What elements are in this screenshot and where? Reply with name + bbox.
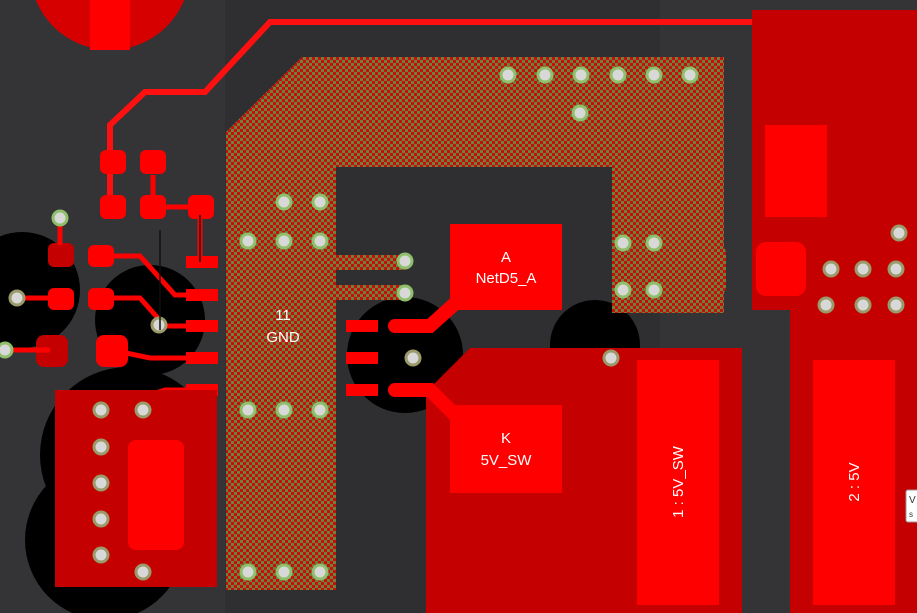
gnd-pad-net: GND [266, 329, 300, 346]
five-v-sw-hole-1 [478, 348, 500, 370]
ground-pour-arm-2 [290, 285, 405, 300]
silk-lines [159, 215, 201, 330]
ground-pour-lower-pad [255, 440, 310, 560]
connector-left[interactable] [55, 390, 217, 587]
ground-pad-11[interactable] [232, 260, 334, 385]
ground-pour-oval [678, 242, 726, 298]
ic-pins-right[interactable] [346, 320, 378, 396]
diode-traces[interactable] [388, 283, 477, 437]
cathode-pin-label: K [501, 430, 511, 447]
connector-pad-2-label: 2 : 5V [846, 462, 863, 501]
connector-pad-2[interactable]: 2 : 5V [813, 360, 895, 605]
top-left-pad[interactable] [30, 0, 190, 50]
connector-pad-1-label: 1 : 5V_SW [670, 445, 687, 518]
vias-ground[interactable] [0, 66, 699, 581]
connector-pad-1[interactable]: 1 : 5V_SW [637, 360, 719, 605]
anode-net-label: NetD5_A [476, 270, 537, 287]
gnd-pad-number: 11 [275, 307, 291, 324]
ground-pour-arm [290, 255, 405, 270]
anode-pin-label: A [501, 249, 511, 266]
vias-other[interactable] [8, 224, 908, 581]
ground-pour-inner-pad [638, 125, 700, 217]
cathode-net-label: 5V_SW [481, 452, 533, 469]
tooltip-line-1: V [909, 495, 916, 506]
hover-tooltip: V s [905, 489, 917, 523]
top-trace[interactable] [107, 19, 780, 195]
tooltip-line-2: s [909, 510, 913, 519]
